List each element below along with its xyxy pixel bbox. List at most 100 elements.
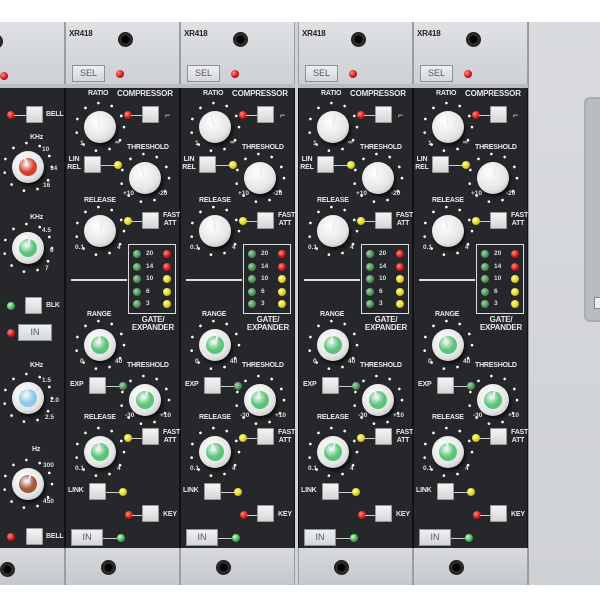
exp-label: EXP [185,381,199,388]
eq-blk-button[interactable] [25,297,42,314]
compressor-curve-button[interactable] [142,106,159,123]
comp-fast-att-button[interactable] [490,212,507,229]
gate-threshold-label: THRESHOLD [127,362,169,369]
gain-reduction-meter [476,244,524,314]
in-button[interactable]: IN [186,529,218,546]
range-knob[interactable] [72,317,128,373]
gate-threshold-knob[interactable] [232,372,288,428]
knob-cap [84,111,116,143]
window-tab[interactable] [594,297,600,309]
scale: 0 [195,358,199,365]
ratio-label: RATIO [321,90,342,97]
gate-fast-att-button[interactable] [375,428,392,445]
eq-hmf-freq-knob[interactable] [0,139,56,195]
eq-bell-bottom-button[interactable] [26,528,43,545]
ratio-knob[interactable] [72,99,128,155]
eq-in-button[interactable]: IN [18,324,52,341]
meter-led-gate [366,250,374,258]
top-jack[interactable] [351,32,366,47]
scale-dots [467,374,519,426]
lin-rel-button[interactable] [199,156,216,173]
link-button[interactable] [322,483,339,500]
ratio-knob[interactable] [305,99,361,155]
eq-lmf-freq-knob[interactable] [0,220,56,276]
comp-fast-att-label: FAST ATT [396,212,414,227]
sel-button[interactable]: SEL [420,65,453,82]
exp-button[interactable] [89,377,106,394]
range-knob[interactable] [420,317,476,373]
comp-fast-att-button[interactable] [142,212,159,229]
scale: ∞ [230,139,235,146]
comp-threshold-knob[interactable] [350,150,406,206]
gate-release-knob[interactable] [420,424,476,480]
key-button[interactable] [375,505,392,522]
gate-release-knob[interactable] [72,424,128,480]
comp-release-knob[interactable] [187,203,243,259]
comp-fast-att-button[interactable] [257,212,274,229]
compressor-curve-button[interactable] [257,106,274,123]
meter-led-comp [511,287,519,296]
scale: +10 [508,412,520,419]
in-button[interactable]: IN [304,529,336,546]
gate-fast-att-button[interactable] [490,428,507,445]
scale: 0.1 [423,244,433,251]
top-jack[interactable] [118,32,133,47]
key-button[interactable] [142,505,159,522]
compressor-title: COMPRESSOR [465,89,521,98]
exp-button[interactable] [322,377,339,394]
compressor-led [124,111,132,119]
sel-button[interactable]: SEL [187,65,220,82]
eq-jack[interactable] [0,34,3,49]
scale-dots [74,101,126,153]
gate-threshold-knob[interactable] [117,372,173,428]
module-name: XR418 [184,29,208,38]
scale: 1 [428,140,432,147]
sel-button[interactable]: SEL [305,65,338,82]
range-knob[interactable] [305,317,361,373]
comp-threshold-knob[interactable] [232,150,288,206]
range-knob[interactable] [187,317,243,373]
lin-rel-button[interactable] [317,156,334,173]
comp-release-knob[interactable] [420,203,476,259]
comp-fast-att-button[interactable] [375,212,392,229]
link-button[interactable] [89,483,106,500]
gate-fast-att-button[interactable] [257,428,274,445]
lin-rel-button[interactable] [432,156,449,173]
ratio-knob[interactable] [187,99,243,155]
comp-threshold-knob[interactable] [117,150,173,206]
lin-rel-button[interactable] [84,156,101,173]
eq-hz-knob[interactable] [0,456,56,512]
link-button[interactable] [204,483,221,500]
gate-release-knob[interactable] [305,424,361,480]
meter-led-gate [481,275,489,283]
comp-threshold-knob[interactable] [465,150,521,206]
exp-button[interactable] [437,377,454,394]
knob-cap [362,162,394,194]
meter-led-comp [396,275,404,283]
key-button[interactable] [490,505,507,522]
eq-bell-top-button[interactable] [26,106,43,123]
gate-threshold-knob[interactable] [350,372,406,428]
eq-bell-bottom-led [7,533,15,541]
exp-button[interactable] [204,377,221,394]
link-button[interactable] [437,483,454,500]
in-button[interactable]: IN [419,529,451,546]
eq-lf-freq-knob[interactable] [0,370,56,426]
top-jack[interactable] [466,32,481,47]
gate-threshold-knob[interactable] [465,372,521,428]
scale-dots [189,426,241,478]
scale: -30 [240,412,250,419]
comp-release-label: RELEASE [432,197,464,204]
comp-release-knob[interactable] [72,203,128,259]
ratio-knob[interactable] [420,99,476,155]
in-button[interactable]: IN [71,529,103,546]
gate-release-knob[interactable] [187,424,243,480]
comp-release-knob[interactable] [305,203,361,259]
meter-led-gate [133,287,141,296]
compressor-curve-button[interactable] [375,106,392,123]
top-jack[interactable] [233,32,248,47]
compressor-curve-button[interactable] [490,106,507,123]
key-button[interactable] [257,505,274,522]
sel-button[interactable]: SEL [72,65,105,82]
gate-fast-att-button[interactable] [142,428,159,445]
